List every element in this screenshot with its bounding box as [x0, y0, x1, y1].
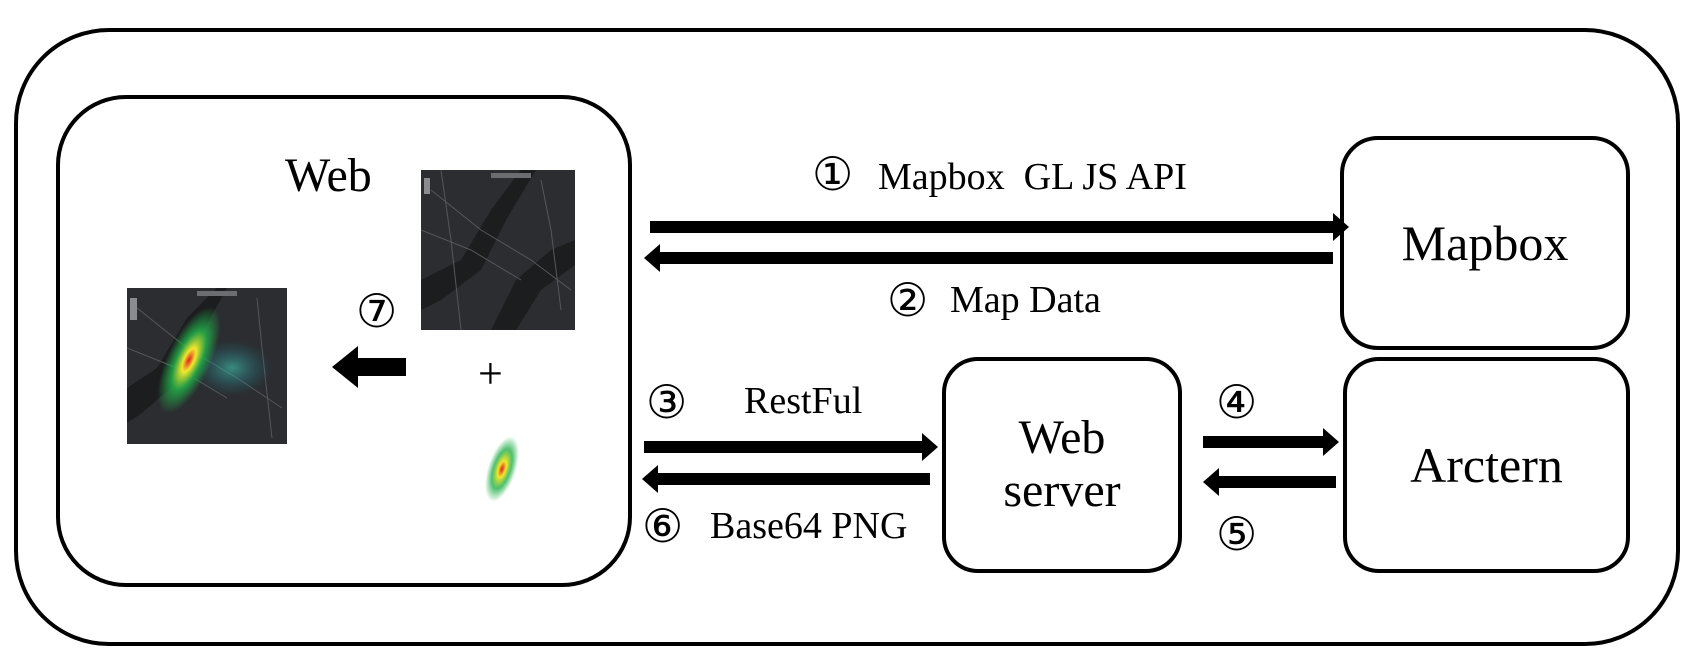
arrow-step-2: [644, 244, 1333, 272]
web-client-title: Web: [285, 149, 372, 202]
mapbox-node: [1340, 136, 1630, 350]
combined-heatmap-thumbnail: [127, 288, 287, 444]
heatmap-overlay-thumbnail: [485, 436, 519, 502]
step-3-label: RestFul: [744, 380, 863, 422]
step-5-number: ⑤: [1216, 509, 1258, 560]
step-6-label: Base64 PNG: [710, 505, 908, 547]
arctern-label: Arctern: [1410, 436, 1563, 493]
step-3-number: ③: [646, 377, 688, 428]
arrow-step-4: [1203, 428, 1339, 456]
step-4-number: ④: [1216, 377, 1258, 428]
arrow-step-7: [332, 346, 406, 388]
arrow-step-3: [644, 433, 938, 461]
step-2-number: ②: [887, 275, 929, 326]
arrow-step-6: [642, 465, 930, 493]
step-6-number: ⑥: [642, 501, 684, 552]
arrow-step-1: [650, 213, 1349, 241]
web-server-node: [942, 357, 1182, 573]
step-7-number: ⑦: [356, 286, 398, 337]
mapbox-label: Mapbox: [1401, 214, 1569, 271]
base-map-thumbnail: [421, 170, 575, 330]
plus-sign: +: [478, 349, 503, 398]
arctern-node: [1343, 357, 1630, 573]
step-1-number: ①: [812, 149, 854, 200]
arrow-step-5: [1203, 468, 1336, 496]
step-1-label: Mapbox GL JS API: [878, 156, 1187, 198]
step-2-label: Map Data: [950, 279, 1101, 321]
